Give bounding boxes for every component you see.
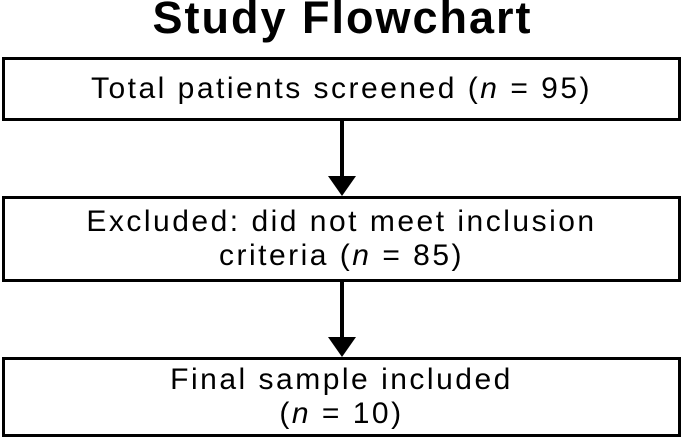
italic-n: n [480,72,500,105]
flow-box-text-line: Total patients screened (n = 95) [91,72,592,106]
text-segment: criteria ( [218,239,353,272]
text-segment: ( [279,397,292,430]
italic-n: n [352,239,372,272]
flow-box-text-line: Excluded: did not meet inclusion [86,205,596,239]
page-title: Study Flowchart [152,0,533,43]
arrow-shaft [340,281,344,337]
flow-box-final-sample: Final sample included (n = 10) [2,357,681,437]
flow-box-total-screened: Total patients screened (n = 95) [2,57,681,121]
flow-box-text-line: (n = 10) [279,397,403,431]
arrow-head [328,337,356,357]
text-segment: Final sample included [170,363,513,396]
text-segment: = 95) [499,72,593,105]
flow-arrow-down-icon [328,281,356,357]
arrow-shaft [340,120,344,176]
text-segment: = 85) [371,239,465,272]
text-segment: Excluded: did not meet inclusion [86,205,597,238]
text-segment: Total patients screened ( [90,72,481,105]
flow-arrow-down-icon [328,120,356,196]
flow-box-text-line: Final sample included [170,363,513,397]
italic-n: n [291,397,312,430]
flow-box-excluded: Excluded: did not meet inclusion criteri… [2,196,681,282]
arrow-head [328,176,356,196]
flow-box-text-line: criteria (n = 85) [219,239,464,273]
text-segment: = 10) [311,397,404,430]
